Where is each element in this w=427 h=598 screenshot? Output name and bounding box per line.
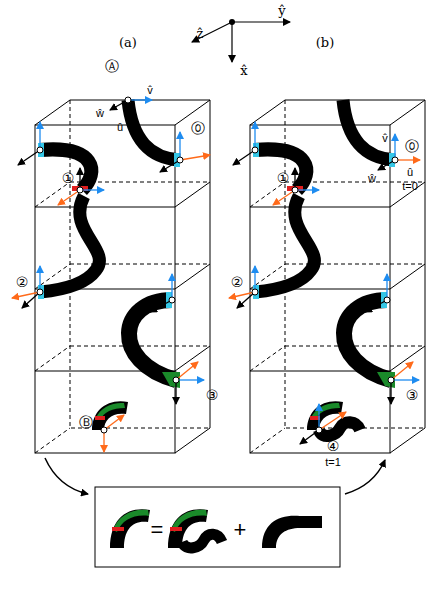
callout-number: ④ (327, 439, 340, 453)
axis-label: ŵ (368, 173, 376, 184)
time-label: t=0 (402, 181, 418, 192)
callout-number: ② (231, 275, 244, 289)
callout-number: ③ (406, 388, 419, 402)
plus-sign: + (234, 519, 247, 541)
callout-number: ⓪ (191, 121, 205, 135)
axis-label: û (117, 122, 123, 133)
axis-label: ẑ (197, 27, 204, 40)
axis-label: û (407, 167, 413, 178)
callout-number: ③ (206, 388, 219, 402)
point-label: Ⓑ (79, 415, 93, 429)
time-label: t=1 (325, 457, 341, 468)
axis-label: v̂ (382, 133, 388, 144)
axis-label: x̂ (240, 64, 247, 77)
panel-label: (b) (316, 36, 334, 49)
axis-label: ŵ (96, 108, 104, 119)
axis-label: ŷ (278, 4, 285, 17)
callout-number: ⓪ (405, 139, 419, 153)
callout-number: ① (62, 171, 75, 185)
callout-number: ① (277, 171, 290, 185)
point-label: Ⓐ (105, 59, 119, 73)
equals-sign: = (151, 519, 164, 541)
panel-label: (a) (119, 36, 137, 49)
axis-label: v̂ (147, 85, 153, 96)
callout-number: ② (16, 275, 29, 289)
